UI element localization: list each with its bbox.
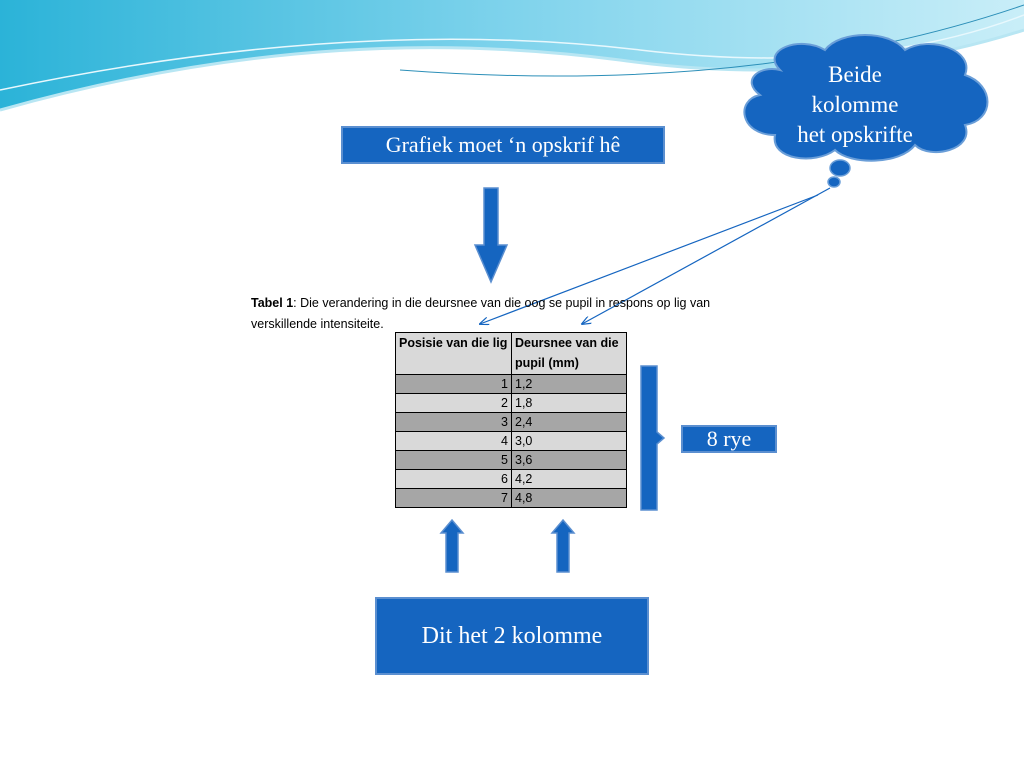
cloud-line: kolomme <box>811 92 899 117</box>
column-count-box: Dit het 2 kolomme <box>375 597 649 675</box>
title-requirement-box: Grafiek moet ‘n opskrif hê <box>341 126 665 164</box>
table-cell: 1 <box>395 374 512 394</box>
pointer-line-col2 <box>582 187 831 324</box>
table-cell: 1,8 <box>511 393 627 413</box>
down-arrow-icon <box>473 187 509 284</box>
table-cell: 5 <box>395 450 512 470</box>
thought-cloud <box>743 34 989 188</box>
cloud-line: Beide <box>828 62 882 87</box>
table-cell: 3,6 <box>511 450 627 470</box>
table-cell: 4,8 <box>511 488 627 508</box>
up-arrow-icon-left <box>439 518 465 573</box>
caption-text: : Die verandering in die deursnee van di… <box>251 296 711 331</box>
cloud-line: het opskrifte <box>797 122 913 147</box>
table-header-diameter: Deursnee van die pupil (mm) <box>511 332 627 375</box>
table-header-row: Posisie van die lig Deursnee van die pup… <box>395 332 627 375</box>
pointer-line-col1 <box>480 194 819 324</box>
table-cell: 4,2 <box>511 469 627 489</box>
row-count-box: 8 rye <box>681 425 777 453</box>
right-bracket-arrow-icon <box>640 365 666 511</box>
data-table: Posisie van die lig Deursnee van die pup… <box>395 332 627 508</box>
cloud-text: Beide kolomme het opskrifte <box>770 60 940 150</box>
table-cell: 1,2 <box>511 374 627 394</box>
table-cell: 7 <box>395 488 512 508</box>
table-caption: Tabel 1: Die verandering in die deursnee… <box>251 293 771 335</box>
table-cell: 3 <box>395 412 512 432</box>
table-header-position: Posisie van die lig <box>395 332 512 375</box>
caption-label: Tabel 1 <box>251 296 294 310</box>
up-arrow-icon-right <box>550 518 576 573</box>
table-cell: 3,0 <box>511 431 627 451</box>
table-cell: 6 <box>395 469 512 489</box>
table-cell: 4 <box>395 431 512 451</box>
table-cell: 2 <box>395 393 512 413</box>
table-cell: 2,4 <box>511 412 627 432</box>
